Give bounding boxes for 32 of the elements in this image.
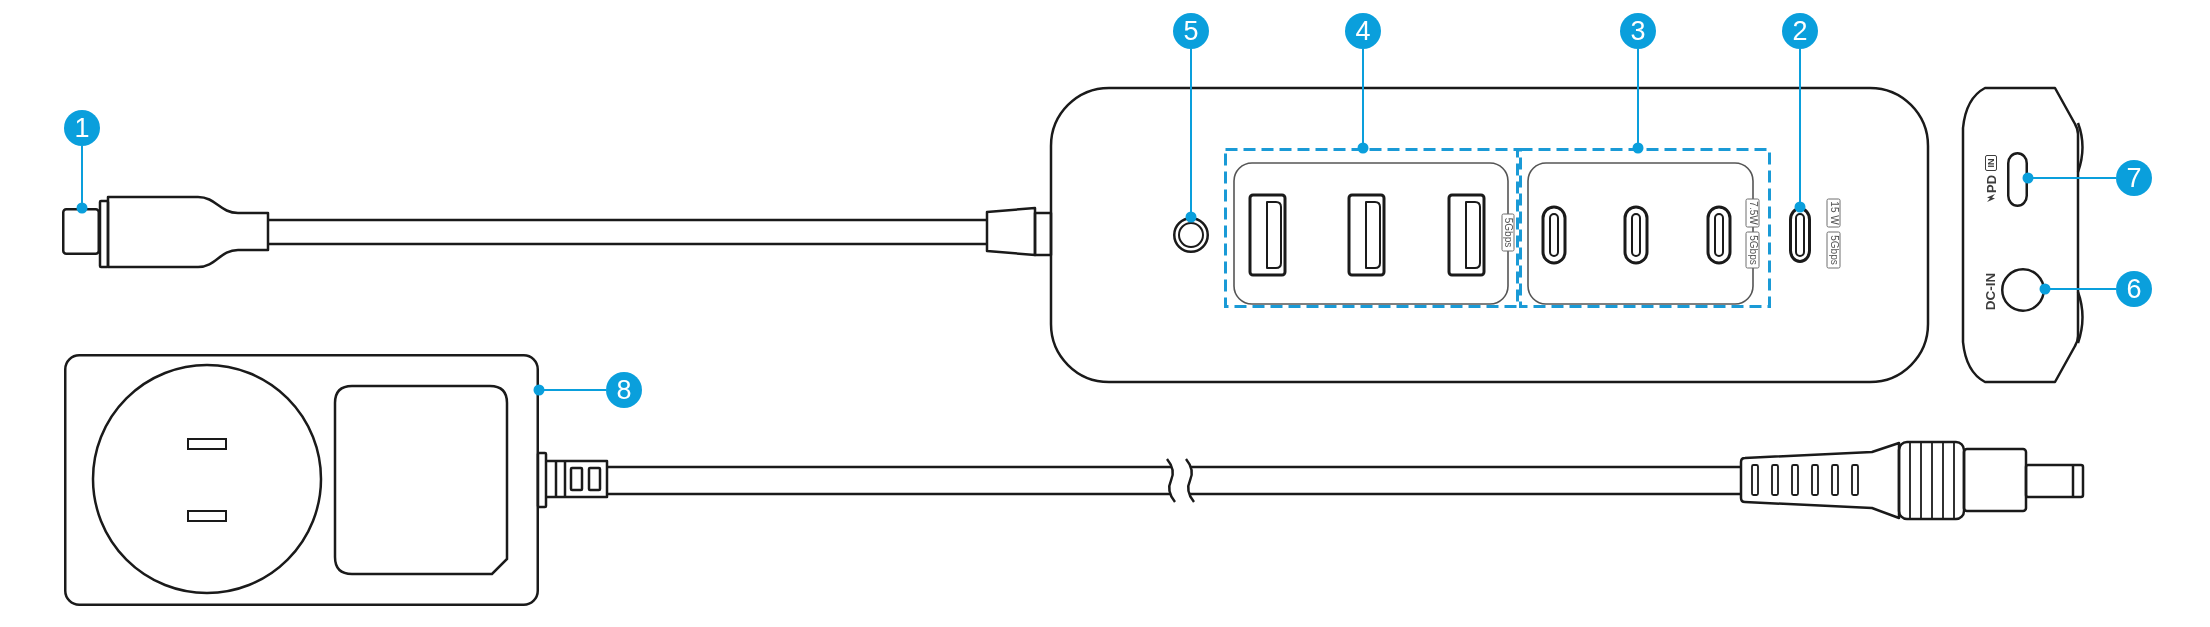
port-marking: PD xyxy=(1984,173,1998,194)
port-marking: DC-IN xyxy=(1983,271,1998,312)
dc-in-jack xyxy=(2001,268,2045,312)
leader-line xyxy=(1794,48,1806,213)
callout-number: 8 xyxy=(606,372,642,408)
callout-number: 5 xyxy=(1173,13,1209,49)
callout-number: 2 xyxy=(1782,13,1818,49)
leader-line xyxy=(76,145,88,214)
usb-c-port xyxy=(2007,152,2028,207)
leader-line xyxy=(1632,48,1644,154)
port-spec-tag: 5Gbps xyxy=(1745,231,1759,268)
callout-number: 3 xyxy=(1620,13,1656,49)
port-spec-tag: 5Gbps xyxy=(1501,213,1514,251)
leader-line xyxy=(1357,48,1369,154)
callout-number: 7 xyxy=(2116,160,2152,196)
callout-number: 1 xyxy=(64,110,100,146)
usb-c-port xyxy=(1789,207,1811,263)
port-spec-tag: 15 W xyxy=(1826,198,1840,227)
indicator-light xyxy=(1173,217,1209,253)
callout-number: 6 xyxy=(2116,271,2152,307)
port-group-frame xyxy=(1519,148,1771,308)
input-tag: IN xyxy=(1985,155,1997,171)
port-spec-tag: 5Gbps xyxy=(1826,231,1840,268)
usb-c-plug-tip xyxy=(62,208,100,255)
port-group-frame xyxy=(1224,148,1519,308)
leader-line xyxy=(533,384,607,396)
power-adapter xyxy=(64,354,539,606)
callout-number: 4 xyxy=(1345,13,1381,49)
leader-line xyxy=(2022,172,2117,184)
leader-line xyxy=(2039,283,2117,295)
port-spec-tag: 7.5W xyxy=(1745,198,1759,227)
leader-line xyxy=(1185,48,1197,223)
